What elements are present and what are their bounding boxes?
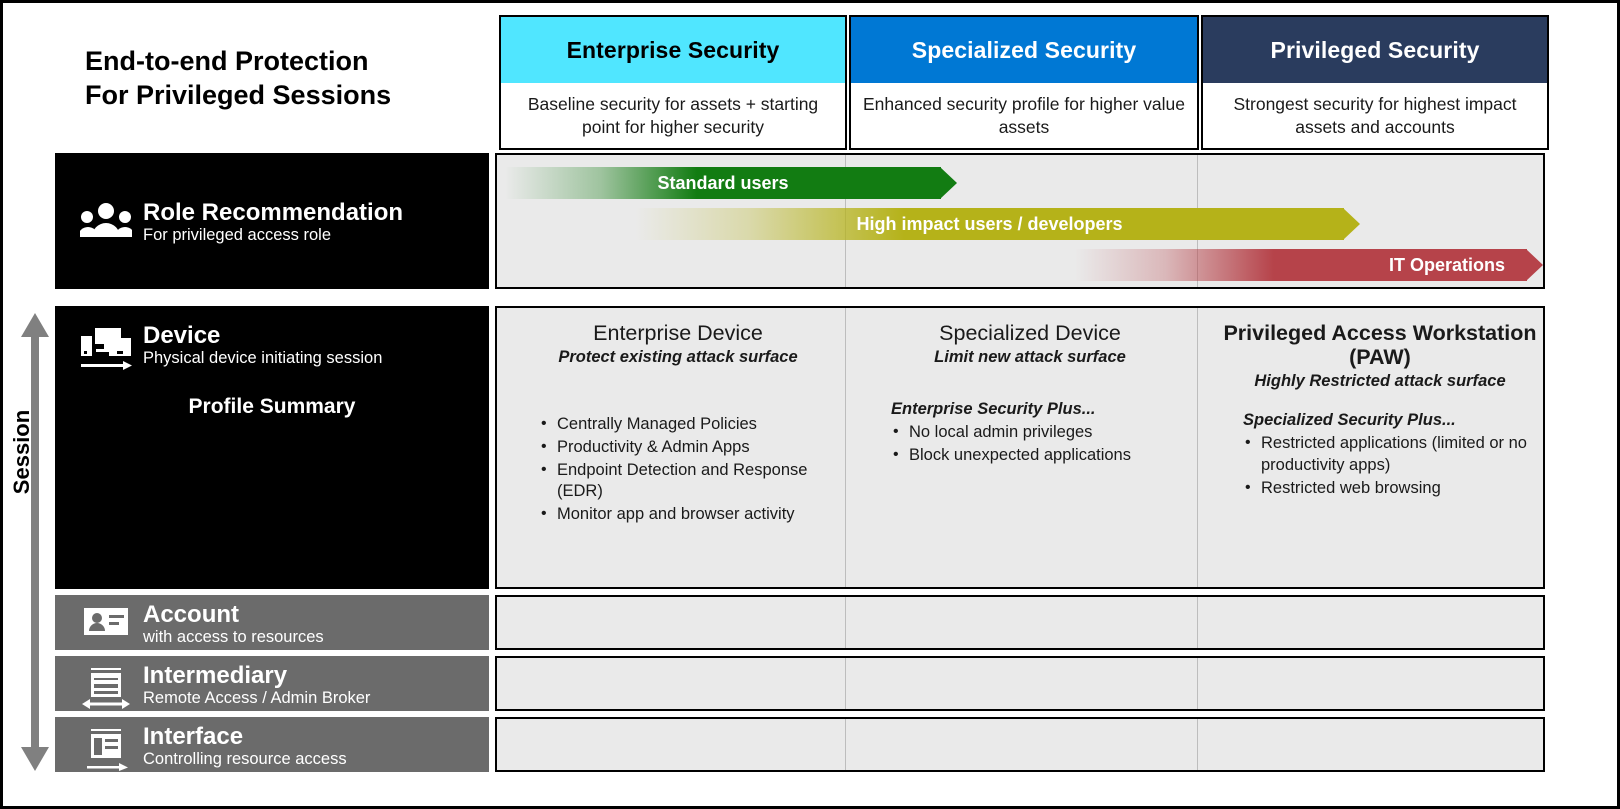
arrow-tip: [1343, 208, 1360, 240]
row-content-role: Standard users High impact users / devel…: [495, 153, 1545, 289]
row-title-role: Role Recommendation: [143, 199, 404, 226]
list-item: Endpoint Detection and Response (EDR): [539, 459, 843, 504]
device-profile-title: Specialized Device: [939, 321, 1121, 345]
row-subtitle-intermediary: Remote Access / Admin Broker: [143, 688, 371, 707]
arrow-tip: [1526, 249, 1543, 281]
list-item: Productivity & Admin Apps: [539, 436, 843, 459]
device-profile-title: Privileged Access Workstation (PAW): [1223, 321, 1537, 370]
row-subtitle-device: Physical device initiating session: [143, 348, 383, 367]
interface-window-icon: [75, 723, 137, 771]
session-axis-arrow: [21, 313, 49, 771]
arrow-body: [505, 167, 941, 199]
broker-window-icon: [75, 662, 137, 710]
device-profile-plus-heading: Specialized Security Plus...: [1243, 411, 1456, 430]
arrow-body: [1075, 249, 1527, 281]
column-header-enterprise: Enterprise Security Baseline security fo…: [499, 15, 847, 150]
arrow-tip: [940, 167, 957, 199]
row-content-interface: [495, 717, 1545, 772]
device-profile-enterprise: Enterprise Device Protect existing attac…: [513, 321, 843, 527]
row-label-text-device: Device Physical device initiating sessio…: [137, 322, 382, 369]
column-divider: [1197, 658, 1198, 709]
row-label-text-intermediary: Intermediary Remote Access / Admin Broke…: [137, 662, 370, 709]
device-profile-subtitle: Highly Restricted attack surface: [1254, 372, 1506, 391]
row-content-account: [495, 595, 1545, 650]
device-profile-subtitle: Protect existing attack surface: [558, 348, 798, 367]
row-label-intermediary: Intermediary Remote Access / Admin Broke…: [55, 656, 489, 711]
device-profile-bullets: Centrally Managed Policies Productivity …: [539, 413, 843, 526]
row-label-role: Role Recommendation For privileged acces…: [55, 153, 489, 289]
row-subtitle-interface: Controlling resource access: [143, 749, 347, 768]
list-item: Centrally Managed Policies: [539, 413, 843, 436]
profile-summary-label: Profile Summary: [188, 395, 356, 418]
devices-arrow-icon: [75, 322, 137, 372]
column-header-privileged: Privileged Security Strongest security f…: [1201, 15, 1549, 150]
arrow-body: [635, 208, 1344, 240]
column-divider: [845, 308, 846, 587]
column-title-privileged: Privileged Security: [1270, 36, 1480, 63]
role-arrow-standard-users: Standard users: [505, 167, 957, 199]
row-label-device: Device Physical device initiating sessio…: [55, 306, 489, 589]
role-arrow-high-impact: High impact users / developers: [635, 208, 1360, 240]
device-profile-specialized: Specialized Device Limit new attack surf…: [865, 321, 1195, 468]
column-chip-specialized: Specialized Security: [851, 17, 1197, 83]
column-chip-privileged: Privileged Security: [1203, 17, 1547, 83]
row-content-intermediary: [495, 656, 1545, 711]
row-title-account: Account: [143, 601, 239, 628]
device-profile-privileged: Privileged Access Workstation (PAW) High…: [1215, 321, 1545, 500]
column-desc-specialized: Enhanced security profile for higher val…: [863, 93, 1185, 137]
column-title-specialized: Specialized Security: [911, 36, 1137, 63]
page-title: End-to-end Protection For Privileged Ses…: [85, 46, 392, 110]
session-axis-label: Session: [9, 409, 34, 495]
row-label-text-interface: Interface Controlling resource access: [137, 723, 347, 770]
row-label-text-role: Role Recommendation For privileged acces…: [137, 199, 403, 246]
role-arrow-label: IT Operations: [1388, 254, 1505, 275]
device-profile-title: Enterprise Device: [593, 321, 763, 345]
row-subtitle-role: For privileged access role: [143, 225, 331, 244]
column-divider: [845, 658, 846, 709]
people-icon: [75, 199, 137, 237]
list-item: Restricted web browsing: [1243, 477, 1545, 500]
column-title-enterprise: Enterprise Security: [566, 36, 780, 63]
column-divider: [1197, 719, 1198, 770]
device-profile-bullets: No local admin privileges Block unexpect…: [891, 421, 1195, 467]
id-card-icon: [75, 601, 137, 637]
row-label-text-account: Account with access to resources: [137, 601, 324, 648]
row-title-device: Device: [143, 322, 221, 349]
device-profile-plus-heading: Enterprise Security Plus...: [891, 400, 1096, 419]
list-item: Monitor app and browser activity: [539, 503, 843, 526]
column-desc-privileged: Strongest security for highest impact as…: [1233, 93, 1517, 137]
role-arrow-label: High impact users / developers: [856, 213, 1123, 234]
column-divider: [1197, 308, 1198, 587]
list-item: No local admin privileges: [891, 421, 1195, 444]
column-desc-enterprise: Baseline security for assets + starting …: [527, 93, 819, 137]
device-profile-subtitle: Limit new attack surface: [934, 348, 1126, 367]
row-subtitle-account: with access to resources: [143, 627, 324, 646]
list-item: Block unexpected applications: [891, 444, 1195, 467]
row-title-interface: Interface: [143, 723, 244, 750]
column-divider: [845, 719, 846, 770]
column-divider: [845, 597, 846, 648]
device-profile-bullets: Restricted applications (limited or no p…: [1243, 432, 1545, 500]
row-label-account: Account with access to resources: [55, 595, 489, 650]
row-label-interface: Interface Controlling resource access: [55, 717, 489, 772]
row-title-intermediary: Intermediary: [143, 662, 288, 689]
column-header-specialized: Specialized Security Enhanced security p…: [849, 15, 1199, 150]
list-item: Restricted applications (limited or no p…: [1243, 432, 1545, 477]
role-arrow-label: Standard users: [657, 172, 789, 193]
column-chip-enterprise: Enterprise Security: [501, 17, 845, 83]
column-divider: [1197, 597, 1198, 648]
role-arrow-it-operations: IT Operations: [1075, 249, 1543, 281]
